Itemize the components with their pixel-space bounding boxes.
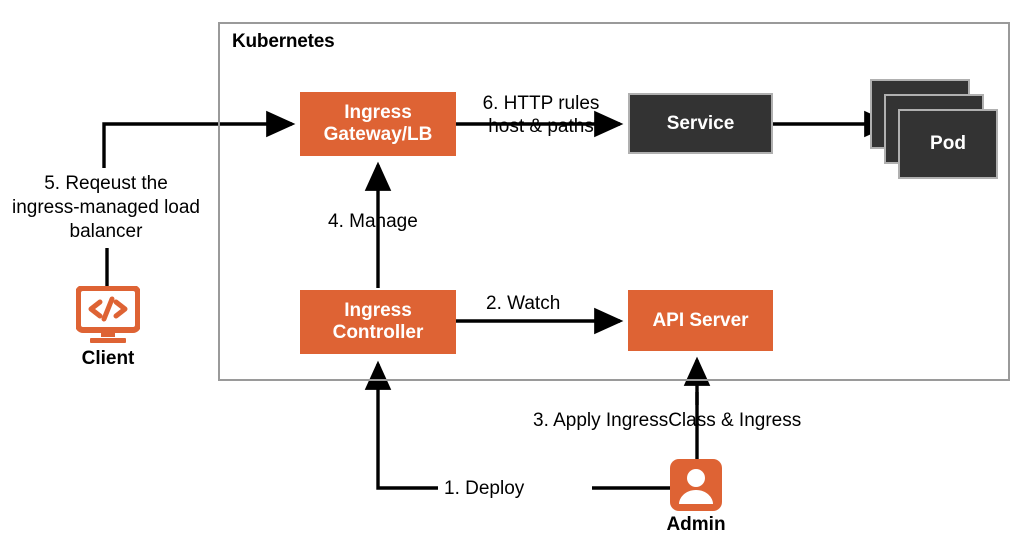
kubernetes-cluster-label: Kubernetes xyxy=(232,31,335,52)
node-ingress-controller-text: Ingress Controller xyxy=(333,300,424,344)
node-pod-label: Pod xyxy=(930,133,966,154)
pod-layer-front: Pod xyxy=(898,109,998,179)
node-ingress-controller-line2: Controller xyxy=(332,322,424,343)
node-ingress-gateway-line2: Gateway/LB xyxy=(323,124,433,145)
edge-label-http-rules-line2: host & paths xyxy=(488,116,594,138)
edge-label-deploy: 1. Deploy xyxy=(444,478,525,499)
edge-label-http-rules: 6. HTTP rules host & paths xyxy=(466,92,616,138)
node-ingress-gateway-line1: Ingress xyxy=(344,102,412,124)
node-service[interactable]: Service xyxy=(628,93,773,154)
edge-label-request-load-balancer: 5. Reqeust the ingress-managed load bala… xyxy=(11,173,200,242)
admin-person-icon xyxy=(670,459,722,511)
edge-label-manage: 4. Manage xyxy=(328,211,418,232)
node-ingress-controller-line1: Ingress xyxy=(344,300,412,322)
client-monitor-code-icon xyxy=(76,286,140,343)
node-service-label: Service xyxy=(666,112,735,134)
client-label: Client xyxy=(81,348,135,369)
node-ingress-gateway-text: Ingress Gateway/LB xyxy=(324,102,433,146)
admin-label: Admin xyxy=(666,514,726,535)
node-pod-stack[interactable]: Pod xyxy=(870,79,1002,181)
edge-label-http-rules-line1: 6. HTTP rules xyxy=(482,93,600,114)
node-api-server[interactable]: API Server xyxy=(628,290,773,351)
node-ingress-gateway[interactable]: Ingress Gateway/LB xyxy=(300,92,456,156)
node-ingress-controller[interactable]: Ingress Controller xyxy=(300,290,456,354)
edge-label-watch: 2. Watch xyxy=(486,293,561,314)
edge-label-apply-ingressclass: 3. Apply IngressClass & Ingress xyxy=(533,410,802,431)
kubernetes-cluster-boundary xyxy=(218,22,1010,381)
node-api-server-label: API Server xyxy=(652,309,749,331)
